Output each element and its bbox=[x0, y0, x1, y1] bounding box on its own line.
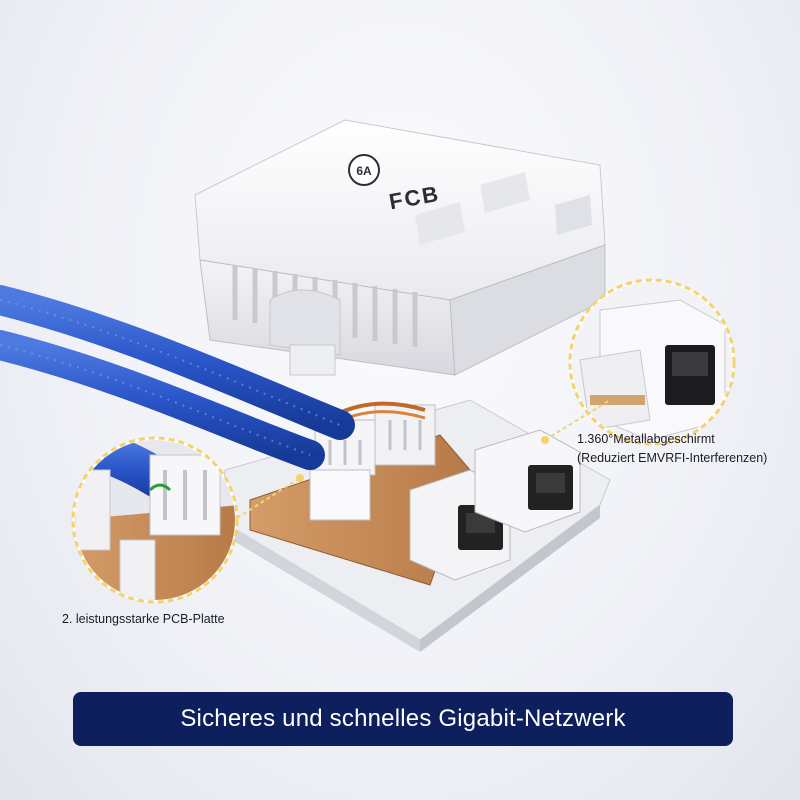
pcb-marker bbox=[296, 474, 304, 482]
shielding-callout bbox=[568, 278, 736, 446]
cover-lid bbox=[194, 119, 606, 376]
cat6a-badge: 6A bbox=[348, 154, 380, 186]
shielding-label-line2: (Reduziert EMVRFI-Interferenzen) bbox=[577, 451, 768, 465]
pcb-leader-line bbox=[236, 477, 301, 519]
pcb-label: 2. leistungsstarke PCB-Platte bbox=[62, 612, 225, 626]
shielding-label: 1.360°Metallabgeschirmt (Reduziert EMVRF… bbox=[577, 430, 767, 468]
shielding-label-line1: 1.360°Metallabgeschirmt bbox=[577, 432, 715, 446]
feature-banner: Sicheres und schnelles Gigabit-Netzwerk bbox=[73, 692, 733, 746]
network-cables bbox=[0, 285, 355, 470]
banner-text: Sicheres und schnelles Gigabit-Netzwerk bbox=[180, 705, 626, 732]
shielding-marker bbox=[541, 436, 549, 444]
shielding-leader-line bbox=[544, 399, 611, 441]
svg-text:6A: 6A bbox=[356, 164, 372, 178]
keystone-jack-right bbox=[474, 429, 581, 533]
terminal-blocks bbox=[309, 401, 436, 521]
pcb-callout bbox=[71, 436, 239, 604]
